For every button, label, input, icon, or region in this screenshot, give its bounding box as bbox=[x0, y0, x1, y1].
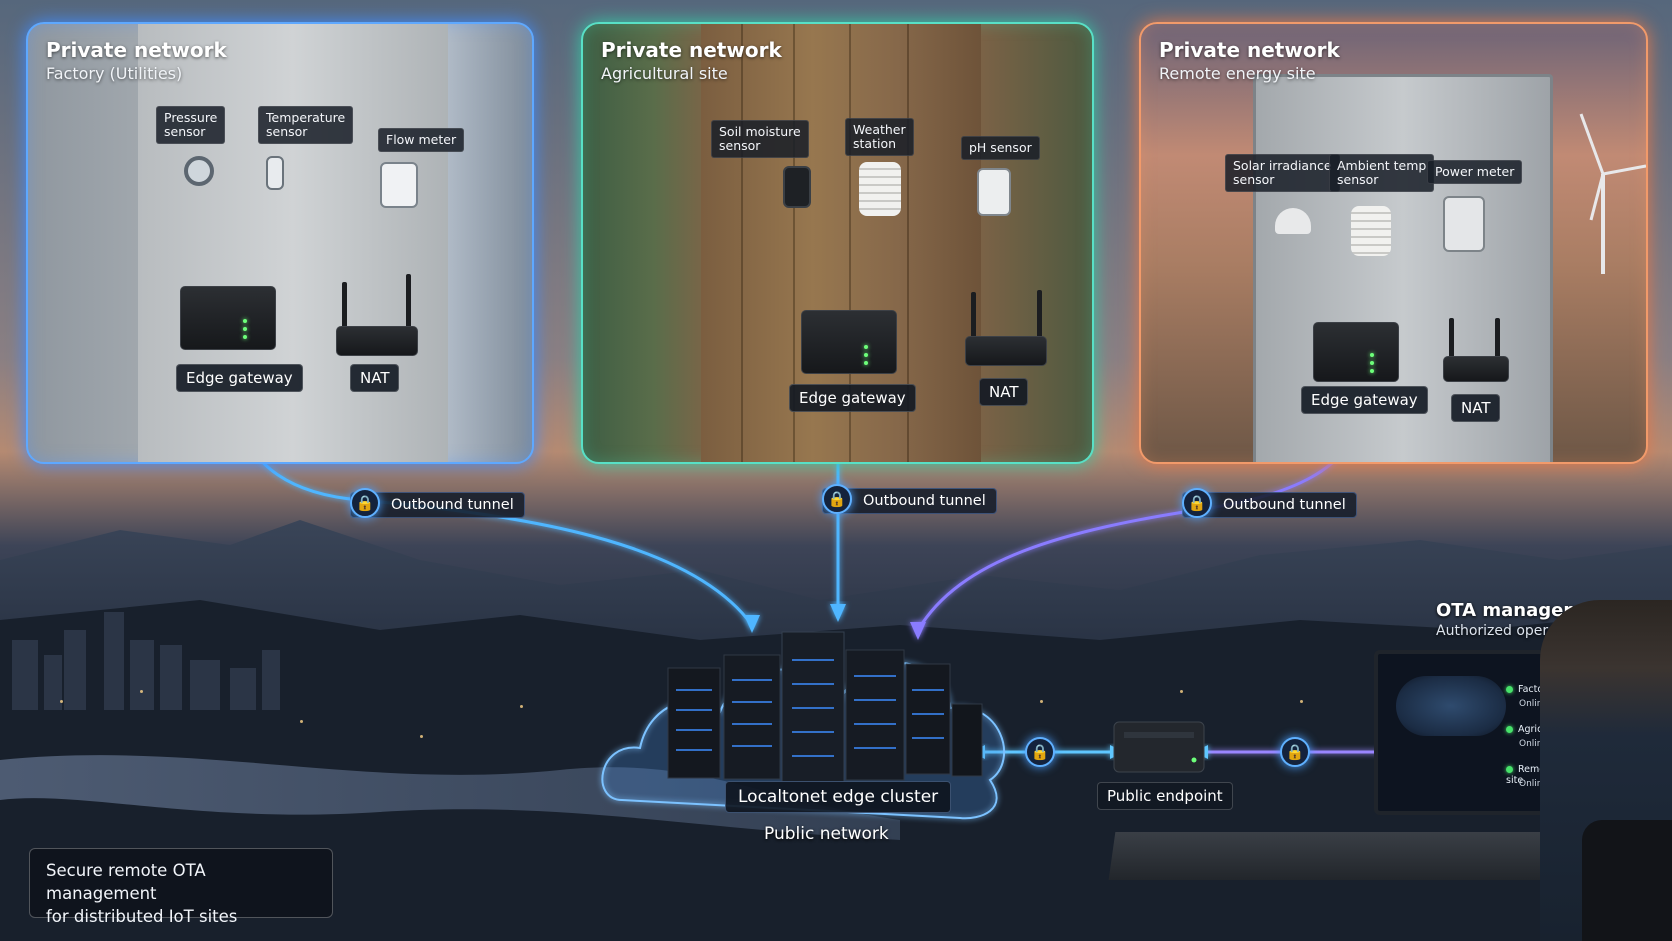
lock-icon: 🔒 bbox=[822, 484, 852, 514]
online-status-icon bbox=[1506, 686, 1513, 693]
plank-line bbox=[849, 24, 851, 462]
status-led-icon bbox=[243, 327, 247, 331]
plank-line bbox=[741, 24, 743, 462]
sensor-label: Pressure sensor bbox=[156, 106, 226, 144]
edge-gateway-label: Edge gateway bbox=[789, 384, 916, 412]
panel-title: Private network bbox=[46, 38, 227, 62]
edge-cluster-label: Localtonet edge cluster bbox=[725, 781, 952, 813]
temperature-sensor-icon bbox=[266, 156, 284, 190]
ph-sensor-icon bbox=[977, 168, 1011, 216]
sensor-label: Flow meter bbox=[378, 128, 465, 152]
public-network-label: Public network bbox=[764, 824, 889, 844]
world-map-icon bbox=[1396, 676, 1506, 736]
panel-subtitle: Factory (Utilities) bbox=[46, 64, 183, 83]
nat-router-device bbox=[336, 326, 418, 356]
sensor-label: Temperature sensor bbox=[258, 106, 354, 144]
caption-line-2: for distributed IoT sites bbox=[46, 907, 238, 926]
lock-icon: 🔒 bbox=[1025, 737, 1055, 767]
sensor-label: pH sensor bbox=[961, 136, 1040, 160]
site-status: Online bbox=[1519, 699, 1549, 709]
status-led-icon bbox=[243, 335, 247, 339]
wall-panel bbox=[138, 24, 448, 462]
sensor-label: Weather station bbox=[845, 118, 914, 156]
power-meter-icon bbox=[1443, 196, 1485, 252]
nat-router-device bbox=[1443, 356, 1509, 382]
sensor-label: Soil moisture sensor bbox=[711, 120, 809, 158]
ambient-temp-sensor-icon bbox=[1351, 206, 1391, 256]
nat-label: NAT bbox=[1451, 394, 1501, 422]
nat-label: NAT bbox=[350, 364, 400, 392]
lock-icon: 🔒 bbox=[1182, 488, 1212, 518]
panel-title: Private network bbox=[1159, 38, 1340, 62]
outbound-tunnel-label-energy: Outbound tunnel bbox=[1182, 492, 1357, 518]
caption-line-1: Secure remote OTA management bbox=[46, 861, 206, 903]
city-light bbox=[520, 705, 523, 708]
soil-moisture-sensor-icon bbox=[783, 166, 811, 208]
antenna-icon bbox=[1037, 290, 1042, 344]
outbound-tunnel-label-factory: Outbound tunnel bbox=[350, 492, 525, 518]
edge-gateway-label: Edge gateway bbox=[176, 364, 303, 392]
antenna-icon bbox=[1449, 318, 1454, 362]
weather-station-icon bbox=[859, 162, 901, 216]
pressure-gauge-icon bbox=[184, 156, 214, 186]
sensor-label: Ambient temp sensor bbox=[1329, 154, 1435, 192]
plank-line bbox=[907, 24, 909, 462]
city-light bbox=[1040, 700, 1043, 703]
antenna-icon bbox=[406, 274, 411, 332]
status-led-icon bbox=[864, 345, 868, 349]
status-led-icon bbox=[864, 353, 868, 357]
city-light bbox=[1180, 690, 1183, 693]
wind-turbine-icon bbox=[1579, 113, 1646, 274]
status-led-icon bbox=[243, 319, 247, 323]
panel-title: Private network bbox=[601, 38, 782, 62]
status-led-icon bbox=[864, 361, 868, 365]
online-status-icon bbox=[1506, 726, 1513, 733]
panel-subtitle: Agricultural site bbox=[601, 64, 728, 83]
flow-meter-icon bbox=[380, 162, 418, 208]
edge-gateway-label: Edge gateway bbox=[1301, 386, 1428, 414]
nat-router-device bbox=[965, 336, 1047, 366]
antenna-icon bbox=[342, 282, 347, 332]
nat-label: NAT bbox=[979, 378, 1029, 406]
antenna-icon bbox=[1495, 318, 1500, 362]
city-light bbox=[60, 700, 63, 703]
city-light bbox=[1300, 700, 1303, 703]
lock-icon: 🔒 bbox=[1280, 737, 1310, 767]
panel-subtitle: Remote energy site bbox=[1159, 64, 1316, 83]
edge-gateway-device bbox=[801, 310, 897, 374]
sensor-label: Power meter bbox=[1427, 160, 1523, 184]
status-led-icon bbox=[1370, 361, 1374, 365]
panel-factory: Private network Factory (Utilities) Pres… bbox=[26, 22, 534, 464]
city-light bbox=[420, 735, 423, 738]
antenna-icon bbox=[971, 292, 976, 342]
site-status: Online bbox=[1519, 779, 1549, 789]
online-status-icon bbox=[1506, 766, 1513, 773]
site-status: Online bbox=[1519, 739, 1549, 749]
edge-gateway-device bbox=[180, 286, 276, 350]
sensor-label: Solar irradiance sensor bbox=[1225, 154, 1340, 192]
panel-remote-energy: Private network Remote energy site Solar… bbox=[1139, 22, 1648, 464]
ota-management-subtitle: Authorized operator bbox=[1436, 623, 1577, 639]
status-led-icon bbox=[1370, 353, 1374, 357]
solar-irradiance-sensor-icon bbox=[1275, 208, 1311, 234]
edge-gateway-device bbox=[1313, 322, 1399, 382]
desk bbox=[1108, 832, 1576, 880]
plank-line bbox=[793, 24, 795, 462]
panel-agricultural: Private network Agricultural site Soil m… bbox=[581, 22, 1094, 464]
public-endpoint-label: Public endpoint bbox=[1097, 782, 1233, 810]
chair bbox=[1582, 820, 1672, 941]
city-light bbox=[140, 690, 143, 693]
city-light bbox=[300, 720, 303, 723]
caption-box: Secure remote OTA management for distrib… bbox=[29, 848, 333, 926]
lock-icon: 🔒 bbox=[350, 488, 380, 518]
status-led-icon bbox=[1370, 369, 1374, 373]
